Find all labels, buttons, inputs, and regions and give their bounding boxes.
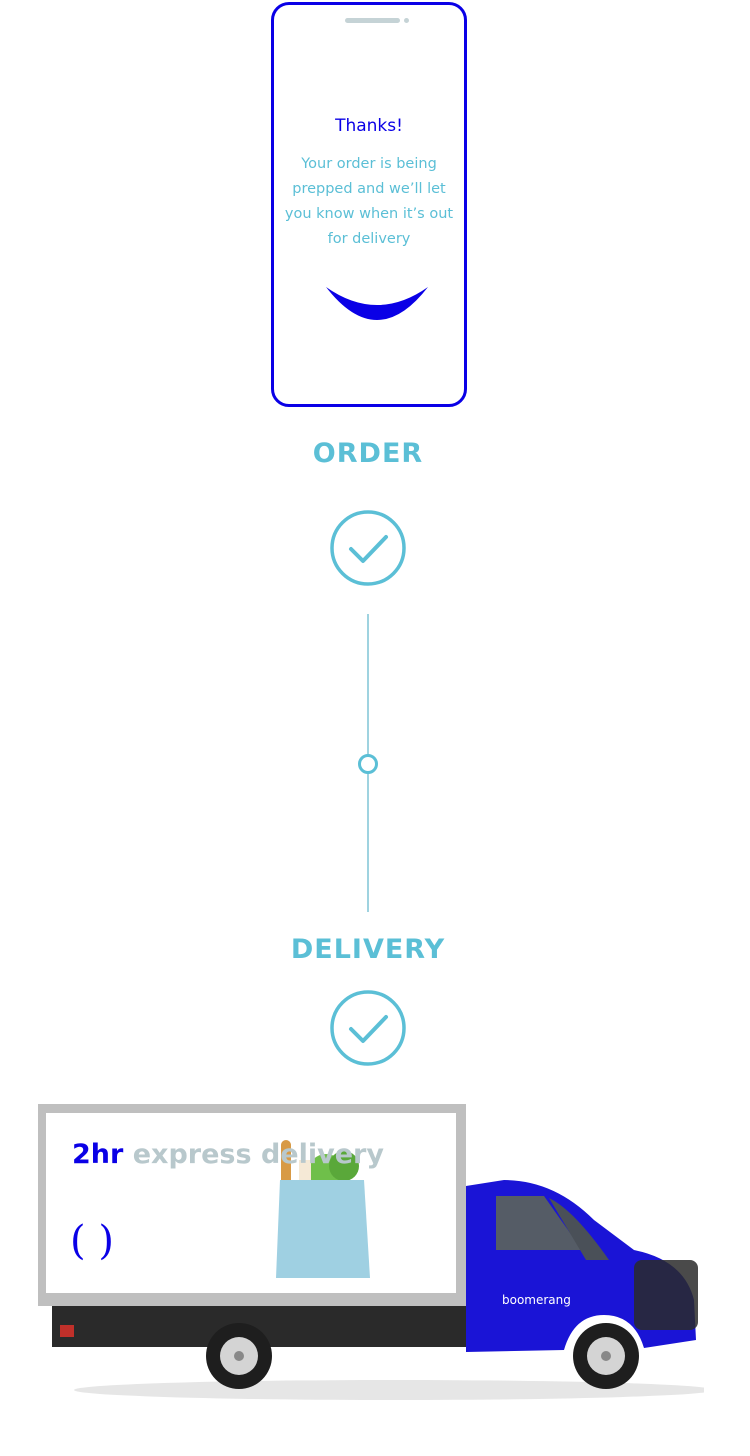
brand-logo: ( ) <box>70 1218 114 1264</box>
thanks-heading: Thanks! <box>335 116 403 136</box>
slogan-rest: express delivery <box>123 1139 384 1170</box>
delivery-truck-illustration: ( ) <box>38 1104 704 1400</box>
check-circle-icon <box>330 990 406 1066</box>
order-message: Your order is being prepped and we’ll le… <box>284 156 454 247</box>
step-order-label: ORDER <box>312 438 424 469</box>
smile-icon <box>326 287 428 320</box>
truck-brand-name: boomerang <box>502 1293 571 1307</box>
step-delivery-label: DELIVERY <box>290 934 446 965</box>
check-circle-icon <box>330 510 406 586</box>
phone-speaker <box>345 18 400 23</box>
phone-camera <box>404 18 409 23</box>
slogan-highlight: 2hr <box>72 1139 124 1170</box>
phone-mockup: Thanks! Your order is being prepped and … <box>271 2 467 407</box>
progress-node <box>358 754 378 774</box>
truck-slogan: 2hr express delivery <box>72 1140 384 1170</box>
